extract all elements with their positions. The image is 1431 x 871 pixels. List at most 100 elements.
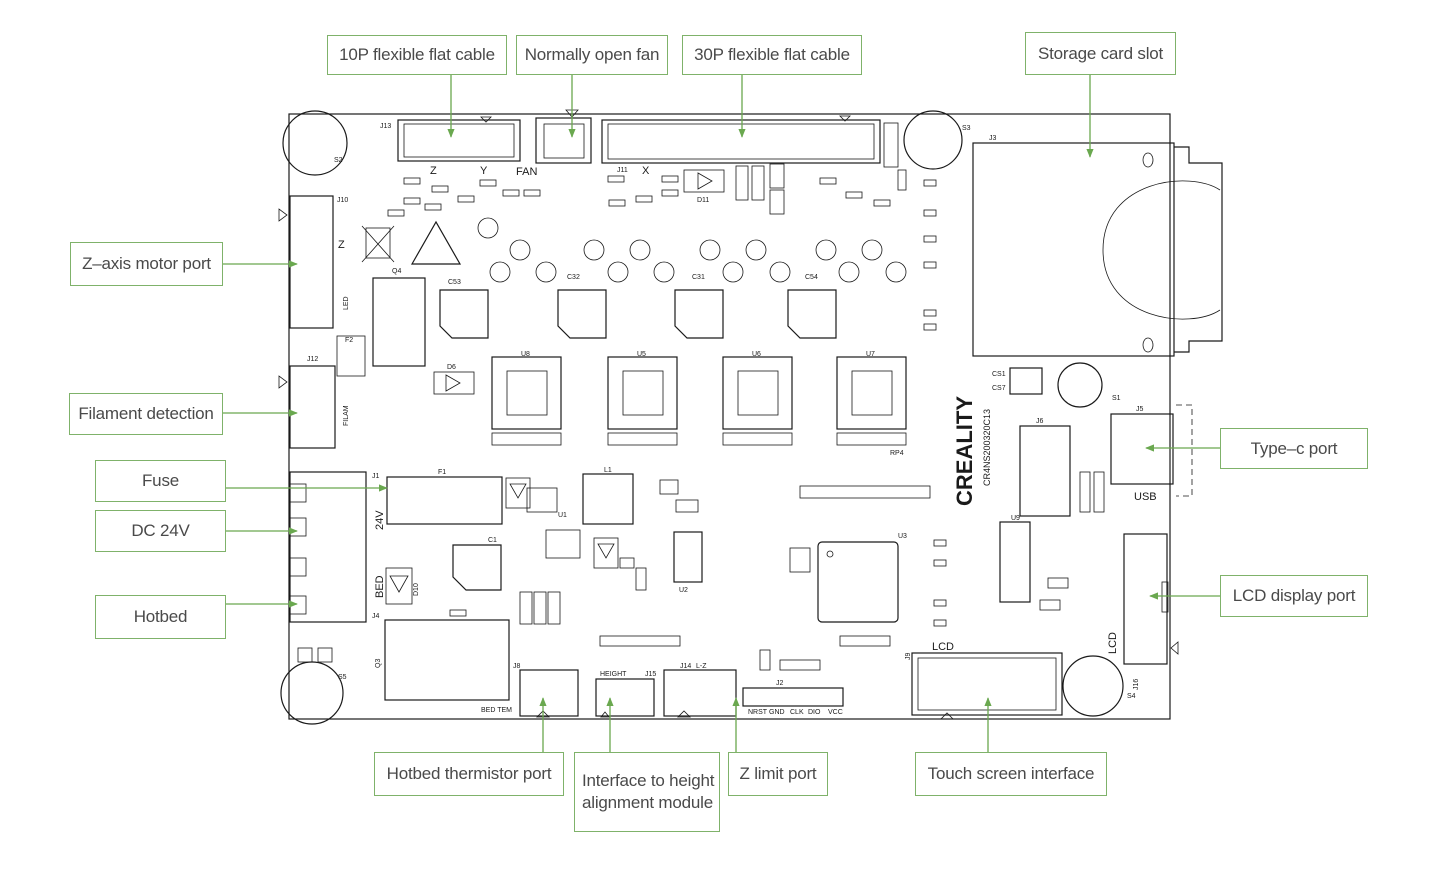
- callout-10p-ffc: 10P flexible flat cable: [327, 35, 507, 75]
- silk-filam: FILAM: [343, 405, 350, 426]
- silk-c32: C32: [567, 274, 580, 281]
- connector-j13: [397, 119, 521, 162]
- connector-power-block: [289, 471, 367, 623]
- silk-u1: U1: [558, 512, 567, 519]
- leader-lines: [223, 75, 1220, 752]
- silk-j11: J11: [617, 167, 628, 174]
- connector-z-motor: [289, 195, 334, 329]
- silk-l-z: L-Z: [696, 663, 707, 670]
- silk-j5: J5: [1136, 406, 1144, 413]
- connector-j2-swd: [742, 687, 844, 707]
- silk-c1: C1: [488, 537, 497, 544]
- callout-lcd-display-port: LCD display port: [1220, 575, 1368, 617]
- callout-hotbed: Hotbed: [95, 595, 226, 639]
- callout-30p-ffc: 30P flexible flat cable: [682, 35, 862, 75]
- callout-height-alignment-interface: Interface to height alignment module: [574, 752, 720, 832]
- silk-dio: DIO: [808, 709, 821, 716]
- callout-filament-detection: Filament detection: [69, 393, 223, 435]
- silk-cs7: CS7: [992, 385, 1006, 392]
- callout-normally-open-fan: Normally open fan: [516, 35, 668, 75]
- silk-lcd-bottom: LCD: [932, 641, 954, 653]
- silk-j14: J14: [680, 663, 691, 670]
- silk-cs1: CS1: [992, 371, 1006, 378]
- mcu-u3: [817, 541, 899, 623]
- mounting-hole-s2: [282, 110, 348, 176]
- svg-text:U7: U7: [866, 351, 875, 358]
- brand-logo-creality: CREALITY: [952, 396, 977, 506]
- board-outline: [288, 113, 1171, 720]
- silk-c53: C53: [448, 279, 461, 286]
- silk-u3: U3: [898, 533, 907, 540]
- svg-text:U8: U8: [521, 351, 530, 358]
- svg-text:U5: U5: [637, 351, 646, 358]
- stepper-driver-u5: U5: [607, 351, 678, 430]
- callout-fuse: Fuse: [95, 460, 226, 502]
- silk-q3: Q3: [375, 659, 382, 668]
- weee-bin-icon: [361, 225, 395, 263]
- silk-24v: 24V: [374, 510, 386, 530]
- connector-j11: [601, 119, 881, 164]
- silk-q4: Q4: [392, 268, 401, 275]
- mounting-hole-s5: [280, 661, 344, 725]
- callout-z-axis-motor-port: Z–axis motor port: [70, 242, 223, 286]
- silk-x-axis: X: [642, 165, 650, 177]
- silk-f1: F1: [438, 469, 446, 476]
- silk-clk: CLK: [790, 709, 804, 716]
- silk-vcc: VCC: [828, 709, 843, 716]
- silk-j4: J4: [372, 613, 380, 620]
- silk-nrst: NRST: [748, 709, 768, 716]
- silk-d6: D6: [447, 364, 456, 371]
- silk-c54: C54: [805, 274, 818, 281]
- silk-j2: J2: [776, 680, 784, 687]
- callout-hotbed-thermistor-port: Hotbed thermistor port: [374, 752, 564, 796]
- stepper-driver-u6: U6: [722, 351, 793, 430]
- esd-warning-icon: [410, 220, 462, 265]
- callout-z-limit-port: Z limit port: [728, 752, 828, 796]
- silk-j3: J3: [989, 135, 997, 142]
- silk-d11: D11: [697, 197, 709, 204]
- callout-dc-24v: DC 24V: [95, 510, 226, 552]
- callout-type-c-port: Type–c port: [1220, 428, 1368, 469]
- mounting-hole-s1: [1057, 362, 1103, 408]
- silk-j10: J10: [337, 197, 348, 204]
- connector-height-module: [595, 678, 655, 717]
- connector-bed-thermistor: [519, 669, 579, 717]
- silk-height: HEIGHT: [600, 671, 627, 678]
- connector-filament: [289, 365, 336, 449]
- fuse-f1: [386, 476, 503, 525]
- storage-card-slot: [972, 142, 1175, 357]
- silk-j15: J15: [645, 671, 656, 678]
- silk-gnd: GND: [769, 709, 785, 716]
- silk-d10: D10: [413, 583, 420, 596]
- silk-u9: U9: [1011, 515, 1020, 522]
- silk-j8: J8: [513, 663, 521, 670]
- silk-s4: S4: [1127, 693, 1136, 700]
- silk-j12: J12: [307, 356, 318, 363]
- usb-typec-port: [1110, 413, 1174, 485]
- mounting-hole-s3: [903, 110, 963, 170]
- silk-c31: C31: [692, 274, 705, 281]
- mosfet-q3: [384, 619, 510, 701]
- silk-bed-tem: BED TEM: [481, 707, 512, 714]
- callout-touch-screen-interface: Touch screen interface: [915, 752, 1107, 796]
- silk-j16: J16: [1133, 679, 1140, 690]
- silk-fan: FAN: [516, 166, 537, 178]
- silk-lcd-side: LCD: [1107, 632, 1119, 654]
- silk-s3: S3: [962, 125, 971, 132]
- mounting-hole-s4: [1062, 655, 1124, 717]
- stepper-driver-u7: U7: [836, 351, 907, 430]
- callout-storage-card-slot: Storage card slot: [1025, 32, 1176, 75]
- svg-text:U6: U6: [752, 351, 761, 358]
- silk-usb: USB: [1134, 491, 1157, 503]
- silk-bed: BED: [374, 575, 386, 598]
- silk-rp4: RP4: [890, 450, 904, 457]
- stepper-driver-u8: U8: [491, 351, 562, 430]
- silk-j9: J9: [905, 653, 912, 661]
- silk-y-axis: Y: [480, 165, 488, 177]
- silk-s2: S2: [334, 157, 343, 164]
- silk-s1: S1: [1112, 395, 1121, 402]
- silk-j1: J1: [372, 473, 380, 480]
- silk-j13: J13: [380, 123, 391, 130]
- silk-s5: S5: [338, 674, 347, 681]
